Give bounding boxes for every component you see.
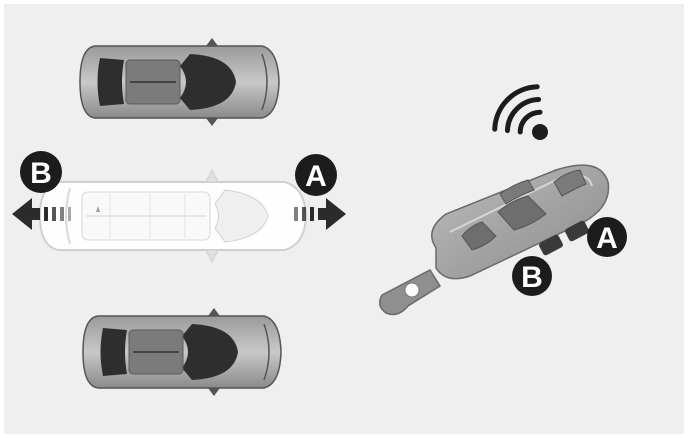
arrow-right-icon xyxy=(294,198,346,230)
parked-car-bottom xyxy=(82,308,282,396)
key-callout-backward-label: B xyxy=(521,261,543,294)
car-top-view-icon xyxy=(79,38,280,126)
fob-unlock-button xyxy=(497,195,547,231)
smart-key-icon xyxy=(379,164,610,316)
key-callout-forward: A xyxy=(587,217,627,257)
arrow-left-icon xyxy=(12,198,71,230)
callout-backward-label: B xyxy=(30,157,52,190)
car-top-view-icon xyxy=(82,308,282,396)
wireless-signal-icon xyxy=(492,84,548,140)
key-callout-backward: B xyxy=(512,256,552,296)
callout-backward: B xyxy=(20,151,62,193)
callout-forward-label: A xyxy=(305,160,327,193)
callout-forward: A xyxy=(295,154,337,196)
fob-trunk-button xyxy=(499,179,535,205)
key-callout-forward-label: A xyxy=(596,222,618,255)
fob-forward-button xyxy=(565,220,589,242)
moving-vehicle: B A xyxy=(12,151,346,264)
fob-lock-button xyxy=(461,221,497,251)
fob-panic-button xyxy=(553,169,587,197)
fob-backward-button xyxy=(539,234,563,256)
parked-car-top xyxy=(79,38,280,126)
car-top-view-icon xyxy=(38,168,308,264)
